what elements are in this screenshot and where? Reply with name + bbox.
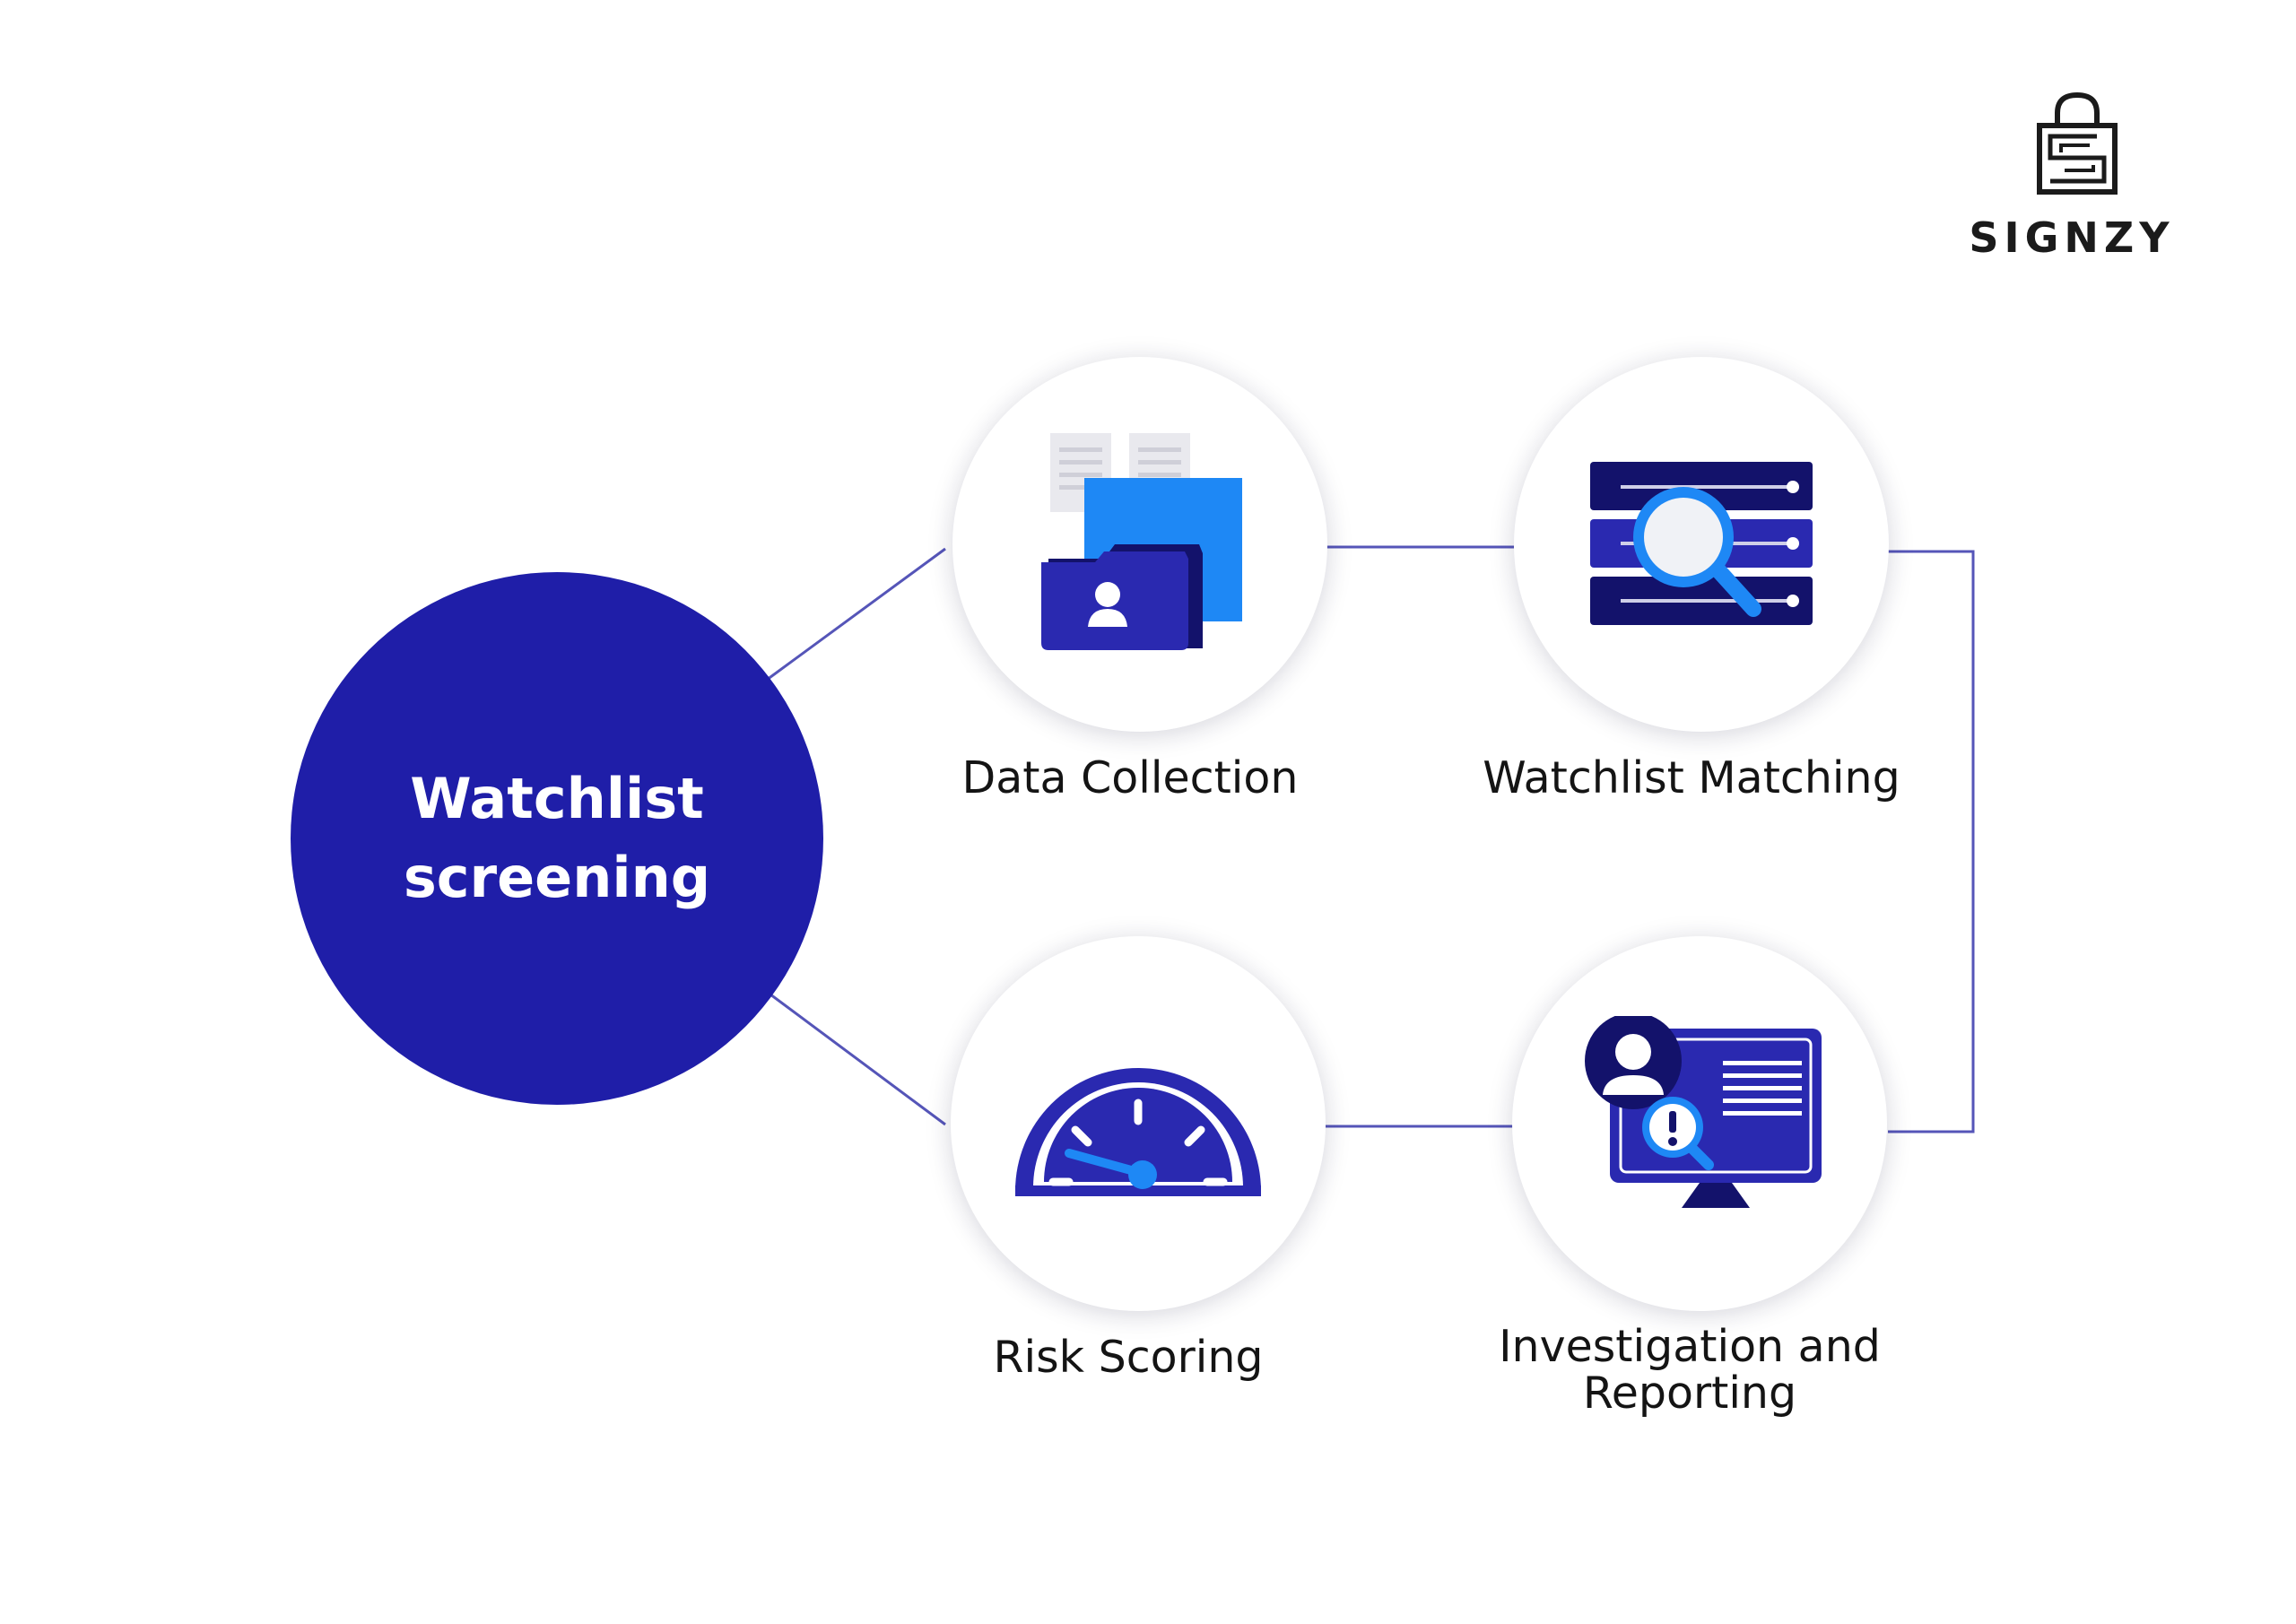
step-circle-watchlist-matching [1514, 357, 1889, 732]
step-label-risk-scoring: Risk Scoring [993, 1332, 1264, 1383]
hub-circle: Watchlist screening [291, 572, 823, 1105]
database-search-icon [1590, 462, 1813, 625]
brand-name: SIGNZY [1969, 213, 2175, 262]
step-label-investigation-reporting: Investigation and Reporting [1499, 1321, 1881, 1419]
connector-watchlist-matching-to-investigation [1888, 550, 1975, 1133]
step-circle-risk-scoring [951, 936, 1326, 1311]
connector-hub-to-data-collection [766, 547, 946, 682]
hub-title: Watchlist screening [403, 766, 711, 910]
speedometer-icon [1015, 1068, 1261, 1196]
step-circle-investigation-reporting [1512, 936, 1887, 1311]
monitor-alert-icon [1585, 1016, 1822, 1208]
step-circle-data-collection [952, 357, 1327, 732]
padlock-logo-icon [2037, 91, 2118, 195]
folder-documents-icon [1041, 433, 1242, 650]
step-label-watchlist-matching: Watchlist Matching [1483, 752, 1900, 803]
signzy-logo: SIGNZY [1937, 90, 2206, 269]
step-label-data-collection: Data Collection [961, 752, 1299, 803]
connector-hub-to-risk-scoring [766, 990, 946, 1126]
